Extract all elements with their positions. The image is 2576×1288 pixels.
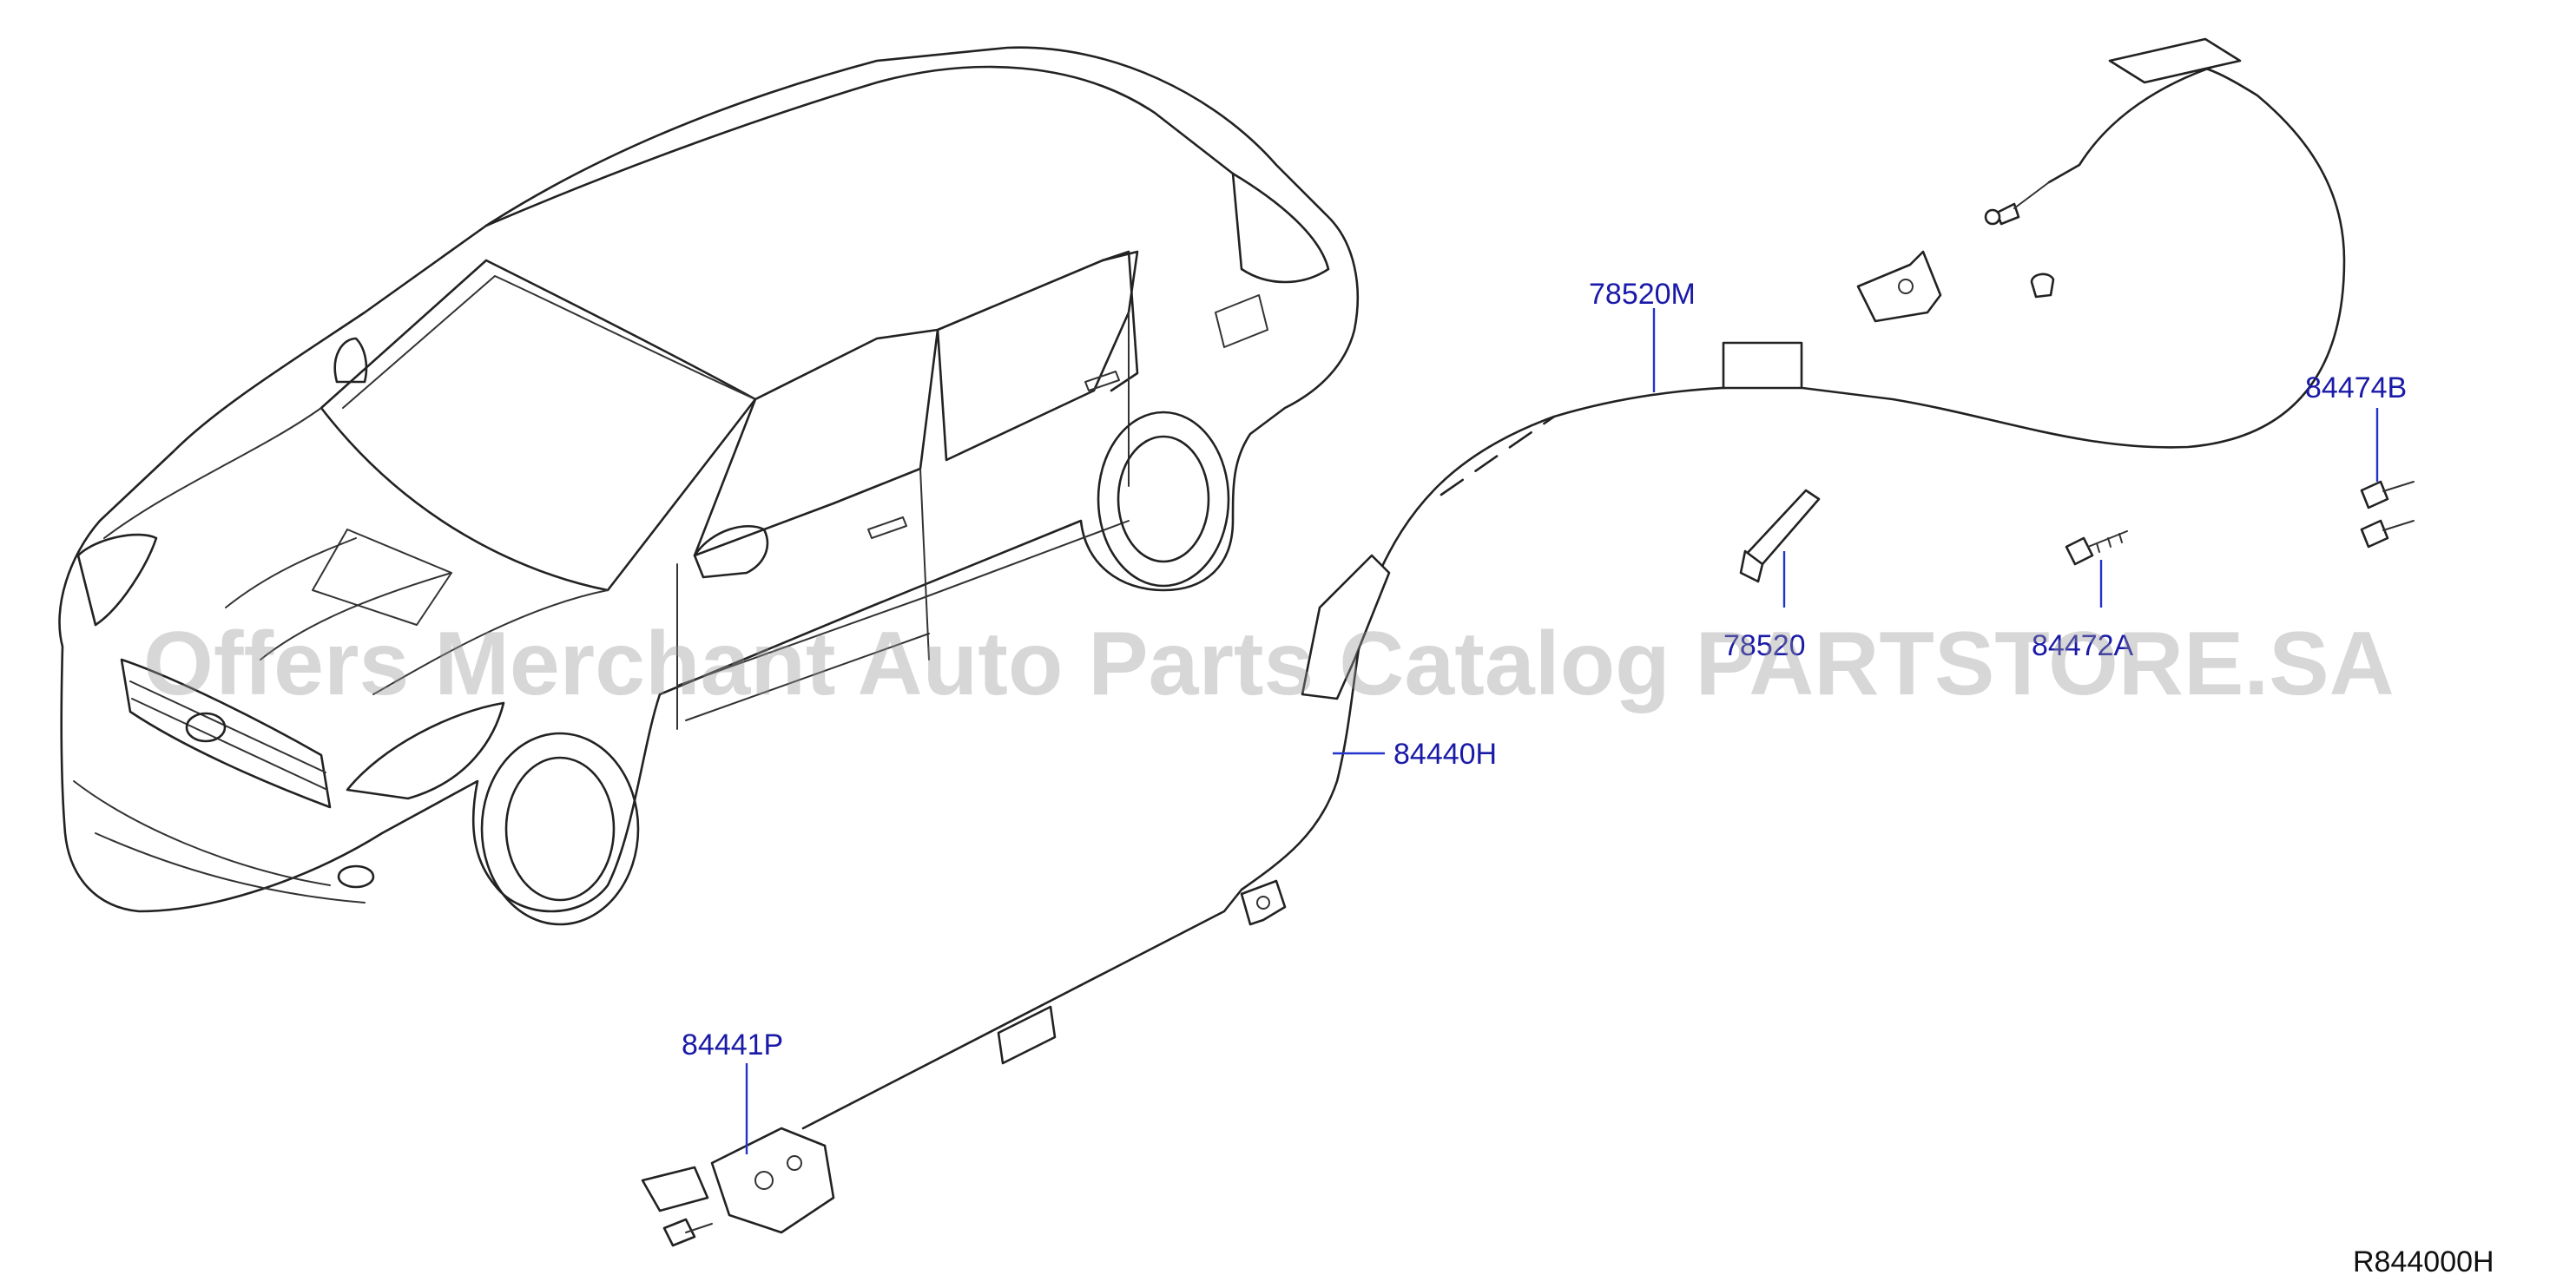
grommet-upper [2030,273,2055,299]
cable-sleeve [1301,554,1391,700]
callout-78520M: 78520M [1589,278,1696,311]
car-illustration [58,46,1360,926]
callout-84440H: 84440H [1393,738,1497,771]
callout-84474B: 84474B [2305,371,2407,404]
callout-84441P: 84441P [682,1028,783,1061]
hood-release-handle-78520 [1739,489,1821,583]
bracket-upper [1856,250,1942,323]
cable-clip-block [1722,341,1803,390]
bolts-84474B [2360,480,2415,549]
hood-release-cable [801,37,2346,1130]
cable-bracket-clip [1240,879,1287,926]
cable-tape-top [2108,37,2242,84]
watermark-text: Offers Merchant Auto Parts Catalog PARTS… [143,614,2395,714]
bolt-84472A [2065,530,2128,566]
callout-84472A: 84472A [2032,629,2134,662]
bolt-84441 [662,1218,713,1247]
callout-78520: 78520 [1723,629,1806,662]
diagram-reference-code: R844000H [2353,1245,2494,1278]
cable-tape [997,1005,1057,1065]
hood-lock-assembly [641,1127,835,1234]
leader-lines [745,308,2379,1154]
cable-end-fitting [1984,181,2050,226]
